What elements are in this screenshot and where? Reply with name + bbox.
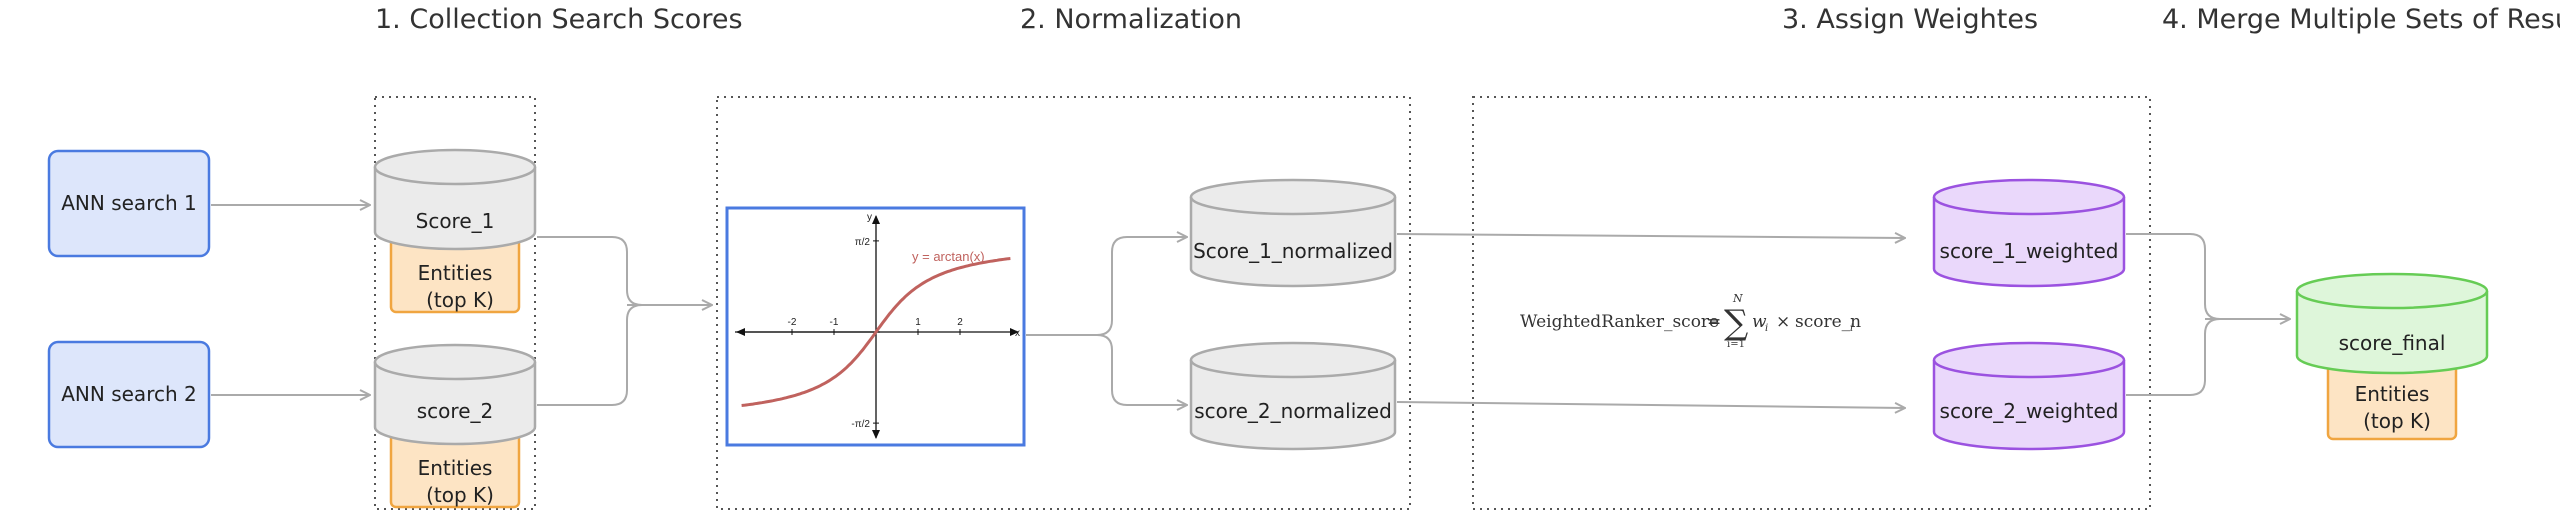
arrow-to-normalized-1 <box>1096 237 1187 336</box>
ann-search-1-label: ANN search 1 <box>61 191 196 215</box>
graph-axis-x-label: x <box>1015 328 1020 339</box>
graph-function-label: y = arctan(x) <box>912 249 985 264</box>
weighted-ranker-formula: WeightedRanker_score = ∑ N i=1 w i × sco… <box>1520 292 1861 350</box>
connector-score2-merge <box>537 304 643 406</box>
normalized-2-label: score_2_normalized <box>1194 399 1392 423</box>
entities-1-line2: (top K) <box>426 288 494 312</box>
normalized-1-cylinder: Score_1_normalized <box>1189 178 1397 288</box>
weighted-2-label: score_2_weighted <box>1940 399 2119 423</box>
final-entities-line2: (top K) <box>2363 409 2431 433</box>
weights-group-frame <box>1472 96 2151 510</box>
formula-upper-limit: N <box>1732 292 1743 305</box>
score-final-label: score_final <box>2339 331 2446 355</box>
graph-x-tick-label: -2 <box>788 317 797 328</box>
entities-2-line1: Entities <box>418 456 493 480</box>
score-1-label: Score_1 <box>416 209 495 233</box>
score-final-cylinder: score_final <box>2295 272 2489 375</box>
final-entities-box: Entities (top K) <box>2326 360 2458 441</box>
graph-x-tick-label: -1 <box>830 317 839 328</box>
arrow-normalized1-to-weighted1 <box>1396 234 1905 238</box>
formula-weight: w <box>1752 312 1767 332</box>
step-title-weights: 3. Assign Weightes <box>1782 4 2038 35</box>
score-2-cylinder: score_2 <box>373 343 537 446</box>
ann-search-2-node: ANN search 2 <box>47 340 211 449</box>
normalized-2-cylinder: score_2_normalized <box>1189 341 1397 451</box>
formula-times: × <box>1776 312 1790 332</box>
ann-search-1-node: ANN search 1 <box>47 149 211 258</box>
graph-y-tick-label: π/2 <box>855 237 871 248</box>
connector-weighted2-merge <box>2126 318 2221 396</box>
connector-score1-merge <box>537 236 643 306</box>
step-title-normalization: 2. Normalization <box>1020 4 1242 35</box>
collection-group-frame <box>374 96 536 510</box>
formula-weight-sub: i <box>1765 323 1768 334</box>
normalization-group-frame <box>716 96 1411 510</box>
formula-score-sub: i <box>1850 323 1853 334</box>
arctan-graph: x y -2 -1 1 2 π/2 -π/2 y = arctan(x) <box>725 206 1026 447</box>
weighted-1-label: score_1_weighted <box>1940 239 2119 263</box>
graph-x-tick-label: 1 <box>915 317 921 328</box>
step-title-merge: 4. Merge Multiple Sets of Results <box>2162 4 2560 35</box>
graph-y-tick-label: -π/2 <box>851 419 870 430</box>
ann-search-2-label: ANN search 2 <box>61 382 196 406</box>
graph-ticks: -2 -1 1 2 π/2 -π/2 <box>788 237 964 430</box>
formula-score: score_n <box>1795 312 1861 332</box>
formula-lower-limit: i=1 <box>1727 339 1745 350</box>
final-entities-line1: Entities <box>2355 382 2430 406</box>
entities-1-line1: Entities <box>418 261 493 285</box>
score-1-cylinder: Score_1 <box>373 148 537 251</box>
graph-axis-y-label: y <box>867 212 872 223</box>
arctan-curve <box>741 257 1011 407</box>
weighted-2-cylinder: score_2_weighted <box>1932 341 2126 451</box>
entities-2-line2: (top K) <box>426 483 494 507</box>
entities-box-2: Entities (top K) <box>389 428 521 509</box>
step-title-collection: 1. Collection Search Scores <box>375 4 743 35</box>
weighted-1-cylinder: score_1_weighted <box>1932 178 2126 288</box>
arrow-normalized2-to-weighted2 <box>1396 401 1905 408</box>
normalized-1-label: Score_1_normalized <box>1193 239 1393 263</box>
graph-x-tick-label: 2 <box>957 317 963 328</box>
formula-lhs: WeightedRanker_score <box>1520 312 1719 332</box>
connector-weighted1-merge <box>2126 233 2221 320</box>
formula-equals: = <box>1707 312 1721 332</box>
arrow-to-normalized-2 <box>1096 334 1187 405</box>
formula-sum-symbol: ∑ <box>1724 303 1748 343</box>
score-2-label: score_2 <box>417 399 493 423</box>
